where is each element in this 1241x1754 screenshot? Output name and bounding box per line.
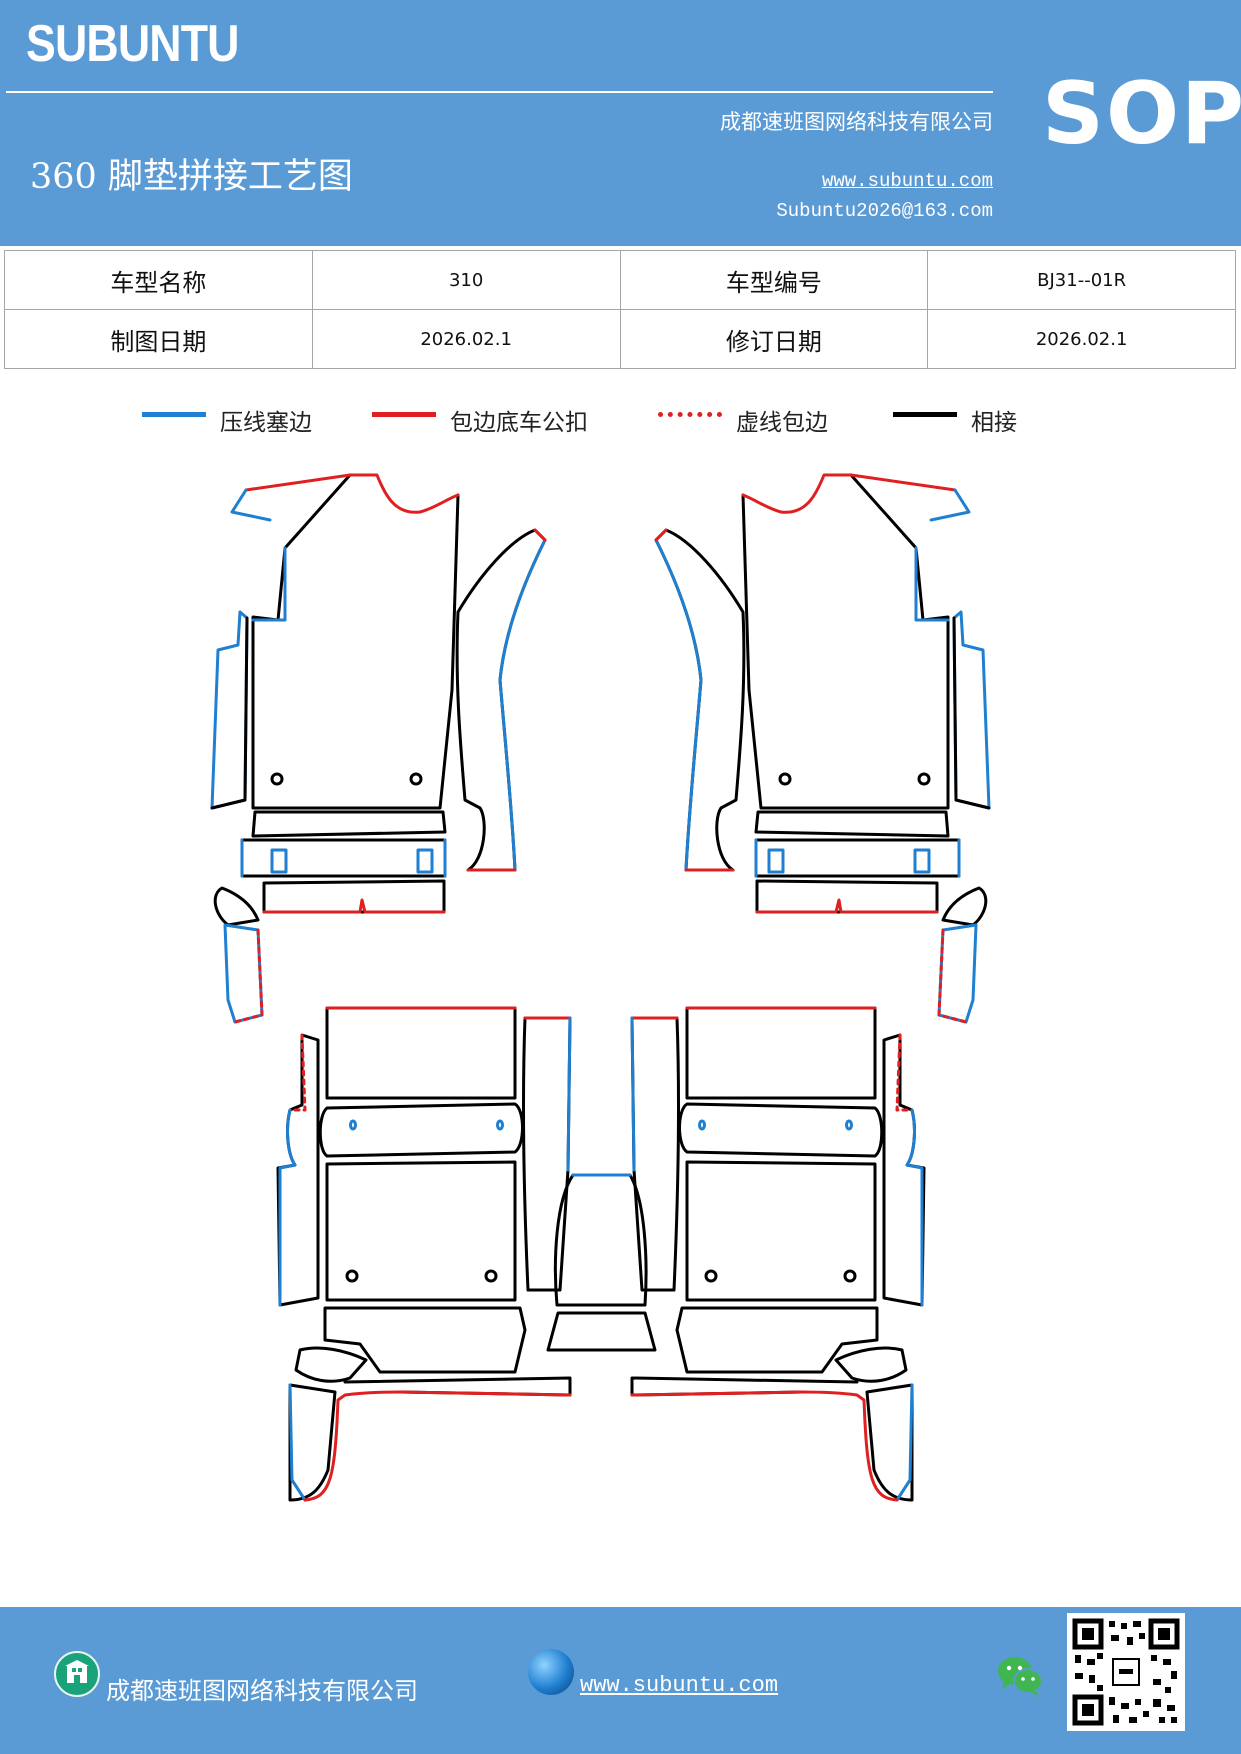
cell-label-model-code: 车型编号 [619,250,929,310]
legend-label: 相接 [971,410,1017,436]
cell-value-model-code: BJ31--01R [927,250,1236,310]
legend-swatch [142,412,206,417]
info-table: 车型名称 310 车型编号 BJ31--01R 制图日期 2026.02.1 修… [4,250,1236,369]
legend-label: 压线塞边 [220,410,312,436]
legend-swatch [658,412,722,417]
footer-url-link[interactable]: www.subuntu.com [580,1673,779,1698]
header-banner: SUBUNTU 成都速班图网络科技有限公司 360 脚垫拼接工艺图 www.su… [0,0,1241,246]
cell-value-model-name: 310 [311,250,621,310]
rear-left-mats [276,1006,572,1502]
legend-swatch [372,412,436,417]
globe-icon [528,1649,574,1695]
building-icon-glyph [65,1660,89,1683]
header-email: Subuntu2026@163.com [776,200,993,222]
brand-logo: SUBUNTU [26,15,239,73]
center-tunnel-mat [546,1173,657,1352]
header-divider [6,91,993,93]
legend-label: 包边底车公扣 [450,410,588,436]
cell-value-revise-date: 2026.02.1 [927,309,1236,369]
wechat-icon[interactable] [996,1653,1044,1699]
cell-label-model-name: 车型名称 [4,250,313,310]
front-right-mats [654,473,991,1024]
cell-label-draw-date: 制图日期 [4,309,313,369]
header-company: 成都速班图网络科技有限公司 [720,110,993,134]
qr-code-glyph [1072,1618,1180,1726]
footer-company: 成都速班图网络科技有限公司 [106,1677,418,1705]
front-left-mats [210,473,547,1024]
qr-code-icon [1067,1613,1185,1731]
sop-badge: SOP [1042,64,1241,164]
legend-label: 虚线包边 [736,410,828,436]
footer-banner: 成都速班图网络科技有限公司 www.subuntu.com [0,1607,1241,1754]
cell-value-draw-date: 2026.02.1 [311,309,621,369]
legend-swatch [893,412,957,417]
building-icon [54,1651,100,1697]
table-row: 制图日期 2026.02.1 修订日期 2026.02.1 [4,309,1236,369]
header-url-link[interactable]: www.subuntu.com [821,170,993,192]
table-row: 车型名称 310 车型编号 BJ31--01R [4,250,1236,310]
page-title: 360 脚垫拼接工艺图 [30,157,353,197]
rear-right-mats [630,1006,926,1502]
cell-label-revise-date: 修订日期 [619,309,929,369]
legend: 压线塞边 包边底车公扣 虚线包边 相接 [0,398,1241,438]
